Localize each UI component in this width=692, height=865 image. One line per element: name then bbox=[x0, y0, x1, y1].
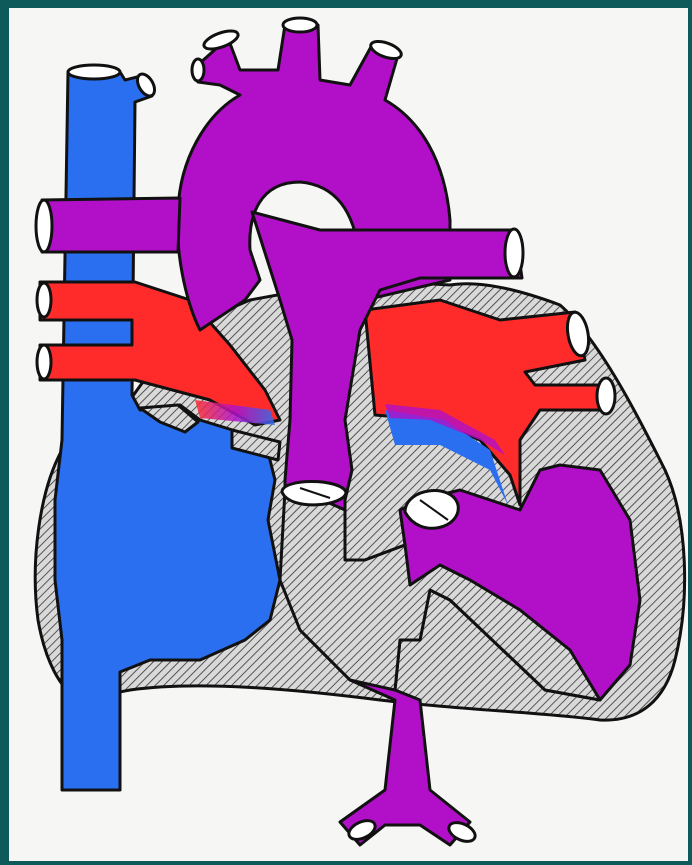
left-purple-opening bbox=[36, 200, 52, 252]
left-pulm-opening-1 bbox=[37, 283, 51, 317]
left-purple-branch bbox=[42, 198, 180, 252]
right-purple-opening bbox=[505, 229, 523, 277]
svc-opening bbox=[68, 65, 120, 79]
right-pulm-opening-2 bbox=[597, 378, 615, 414]
arch-small-opening bbox=[192, 59, 204, 81]
carotid-opening bbox=[283, 18, 317, 32]
innominate-opening bbox=[202, 27, 241, 52]
left-pulm-opening-2 bbox=[37, 345, 51, 379]
